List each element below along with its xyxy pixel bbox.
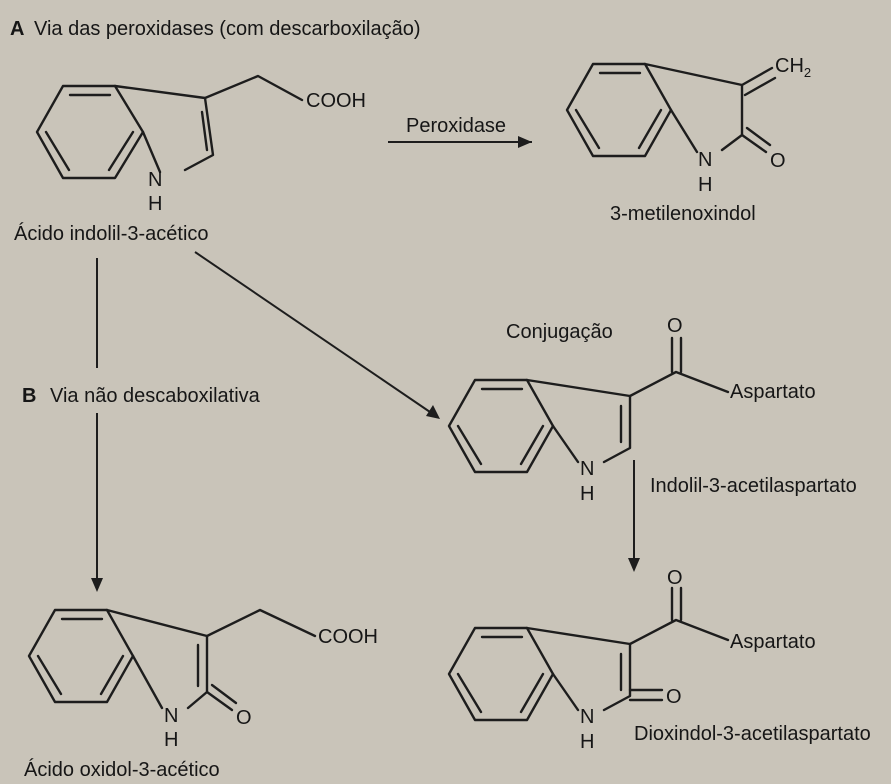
- section-a-title: Via das peroxidases (com descarboxilação…: [34, 18, 421, 40]
- atom-n: N: [580, 706, 594, 728]
- reaction-arrow-down-left: [91, 258, 103, 592]
- ring-carbonyl: [628, 688, 664, 702]
- pyrrole-ring: [525, 378, 632, 464]
- atom-o-upper: O: [667, 567, 683, 589]
- cooh-group: COOH: [306, 90, 366, 112]
- compound-name-iaa: Ácido indolil-3-acético: [14, 222, 209, 245]
- five-ring: [525, 626, 632, 712]
- molecule-indolyl-3-acetylaspartate: O Aspartato N H Conjugação Indolil-3-ace…: [447, 315, 857, 505]
- compound-name-methyleneoxindole: 3-metilenoxindol: [610, 203, 756, 225]
- carbonyl-bond: [205, 683, 238, 712]
- atom-h: H: [164, 729, 178, 751]
- section-a-header: A Via das peroxidases (com descarboxilaç…: [10, 18, 421, 40]
- arrow-label-peroxidase: Peroxidase: [406, 115, 506, 137]
- arrowhead: [628, 558, 640, 572]
- benzene-inner-bonds: [456, 635, 545, 714]
- exocyclic-methylene: [740, 66, 777, 97]
- atom-o: O: [236, 707, 252, 729]
- benzene-ring: [447, 378, 555, 474]
- carbonyl-bond: [740, 126, 772, 154]
- arrowhead: [91, 578, 103, 592]
- benzene-inner-bonds: [44, 93, 135, 172]
- compound-name-indolylacetylaspartate: Indolil-3-acetilaspartato: [650, 475, 857, 497]
- atom-h: H: [698, 174, 712, 196]
- reaction-arrow-conjugation: [194, 251, 440, 419]
- atom-o: O: [667, 315, 683, 337]
- benzene-inner-bonds: [574, 71, 663, 150]
- aspartate-group: Aspartato: [730, 631, 816, 653]
- five-ring: [105, 608, 209, 710]
- atom-h: H: [148, 193, 162, 215]
- acetic-side-chain: [203, 74, 304, 102]
- ch2-group: CH2: [775, 55, 811, 80]
- atom-h: H: [580, 731, 594, 753]
- acetic-side-chain: [205, 608, 317, 638]
- carbonyl-branch: [628, 618, 730, 646]
- reaction-arrow-down-right: [628, 460, 640, 572]
- reaction-arrow-peroxidase: Peroxidase: [388, 115, 532, 148]
- benzene-ring: [565, 62, 673, 158]
- molecule-oxindole-3-acetic-acid: COOH N H O Ácido oxidol-3-acético: [24, 608, 378, 781]
- cooh-group: COOH: [318, 626, 378, 648]
- benzene-ring: [447, 626, 555, 722]
- arrowhead: [426, 405, 440, 419]
- atom-o: O: [770, 150, 786, 172]
- aspartate-group: Aspartato: [730, 381, 816, 403]
- pyrrole-ring: [113, 84, 215, 174]
- conjugation-label: Conjugação: [506, 321, 613, 343]
- atom-n: N: [148, 169, 162, 191]
- section-b-letter: B: [22, 385, 36, 407]
- section-b-title: Via não descaboxilativa: [50, 385, 261, 407]
- molecule-3-methyleneoxindole: CH2 N H O 3-metilenoxindol: [565, 55, 811, 225]
- section-b-header: B Via não descaboxilativa: [22, 385, 261, 407]
- compound-name-oxindoleacetic: Ácido oxidol-3-acético: [24, 758, 220, 781]
- benzene-inner-bonds: [36, 617, 125, 696]
- atom-n: N: [580, 458, 594, 480]
- pyrrole-double-bond: [200, 110, 209, 152]
- atom-n: N: [164, 705, 178, 727]
- arrow-shaft: [194, 251, 431, 413]
- section-a-letter: A: [10, 18, 24, 40]
- compound-name-dioxindoleacetylaspartate: Dioxindol-3-acetilaspartato: [634, 723, 871, 745]
- five-ring: [643, 62, 744, 154]
- atom-o-ring: O: [666, 686, 682, 708]
- atom-h: H: [580, 483, 594, 505]
- molecule-indole-3-acetic-acid: N H COOH Ácido indolil-3-acético: [14, 74, 366, 245]
- benzene-inner-bonds: [456, 387, 545, 466]
- benzene-ring: [27, 608, 135, 704]
- carbonyl-double-bond: [670, 336, 683, 374]
- carbonyl-double-bond: [670, 586, 683, 622]
- arrowhead: [518, 136, 532, 148]
- carbonyl-branch: [628, 370, 730, 398]
- atom-n: N: [698, 149, 712, 171]
- molecule-dioxindole-3-acetylaspartate: O Aspartato O N H Dioxindol-3-acetilaspa…: [447, 567, 871, 753]
- benzene-ring: [35, 84, 145, 180]
